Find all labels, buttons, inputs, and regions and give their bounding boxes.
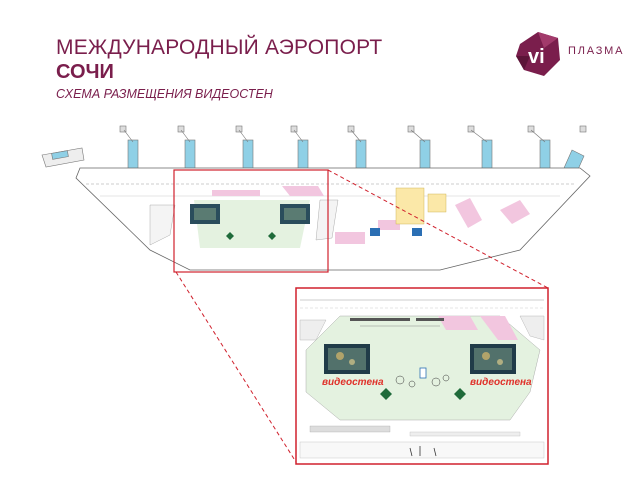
jet-bridge-6	[347, 125, 367, 173]
inset-video-wall-left	[324, 344, 370, 374]
overview-zones	[194, 186, 530, 248]
jet-bridge-9	[527, 125, 551, 173]
page-subtitle: СХЕМА РАЗМЕЩЕНИЯ ВИДЕОСТЕН	[56, 87, 273, 101]
video-wall-label-left: видеостена	[322, 377, 384, 388]
logo-mark-text: vi	[528, 46, 545, 68]
title-block: МЕЖДУНАРОДНЫЙ АЭРОПОРТ СОЧИ СХЕМА РАЗМЕЩ…	[56, 36, 382, 102]
logo-word: ПЛАЗМА	[568, 45, 625, 57]
jet-bridge-2	[119, 125, 139, 173]
inset-marker-left	[380, 388, 392, 400]
jet-bridges	[41, 125, 587, 175]
jet-bridge-7	[407, 125, 431, 173]
logo-mark-icon: vi	[516, 32, 560, 76]
vi-plasma-logo: vi ПЛАЗМА	[514, 30, 624, 78]
inset-marker-right	[454, 388, 466, 400]
jet-bridge-5	[290, 125, 309, 173]
overview-highlight-frame	[173, 169, 329, 273]
overview-video-wall-left	[190, 204, 220, 224]
zoom-connector-lines	[175, 169, 549, 463]
video-wall-label-right: видеостена	[470, 377, 532, 388]
inset-video-wall-right	[470, 344, 516, 374]
overview-video-walls	[190, 204, 310, 240]
jet-bridge-10	[563, 125, 587, 175]
jet-bridge-8	[467, 125, 493, 173]
overview-video-wall-right	[280, 204, 310, 224]
page-title: МЕЖДУНАРОДНЫЙ АЭРОПОРТ	[56, 36, 383, 59]
jet-bridge-4	[235, 125, 254, 173]
page-title-city: СОЧИ	[56, 61, 114, 83]
inset-detail-view	[295, 287, 549, 465]
jet-bridge-3	[177, 125, 196, 173]
escalator-marks	[409, 446, 437, 457]
